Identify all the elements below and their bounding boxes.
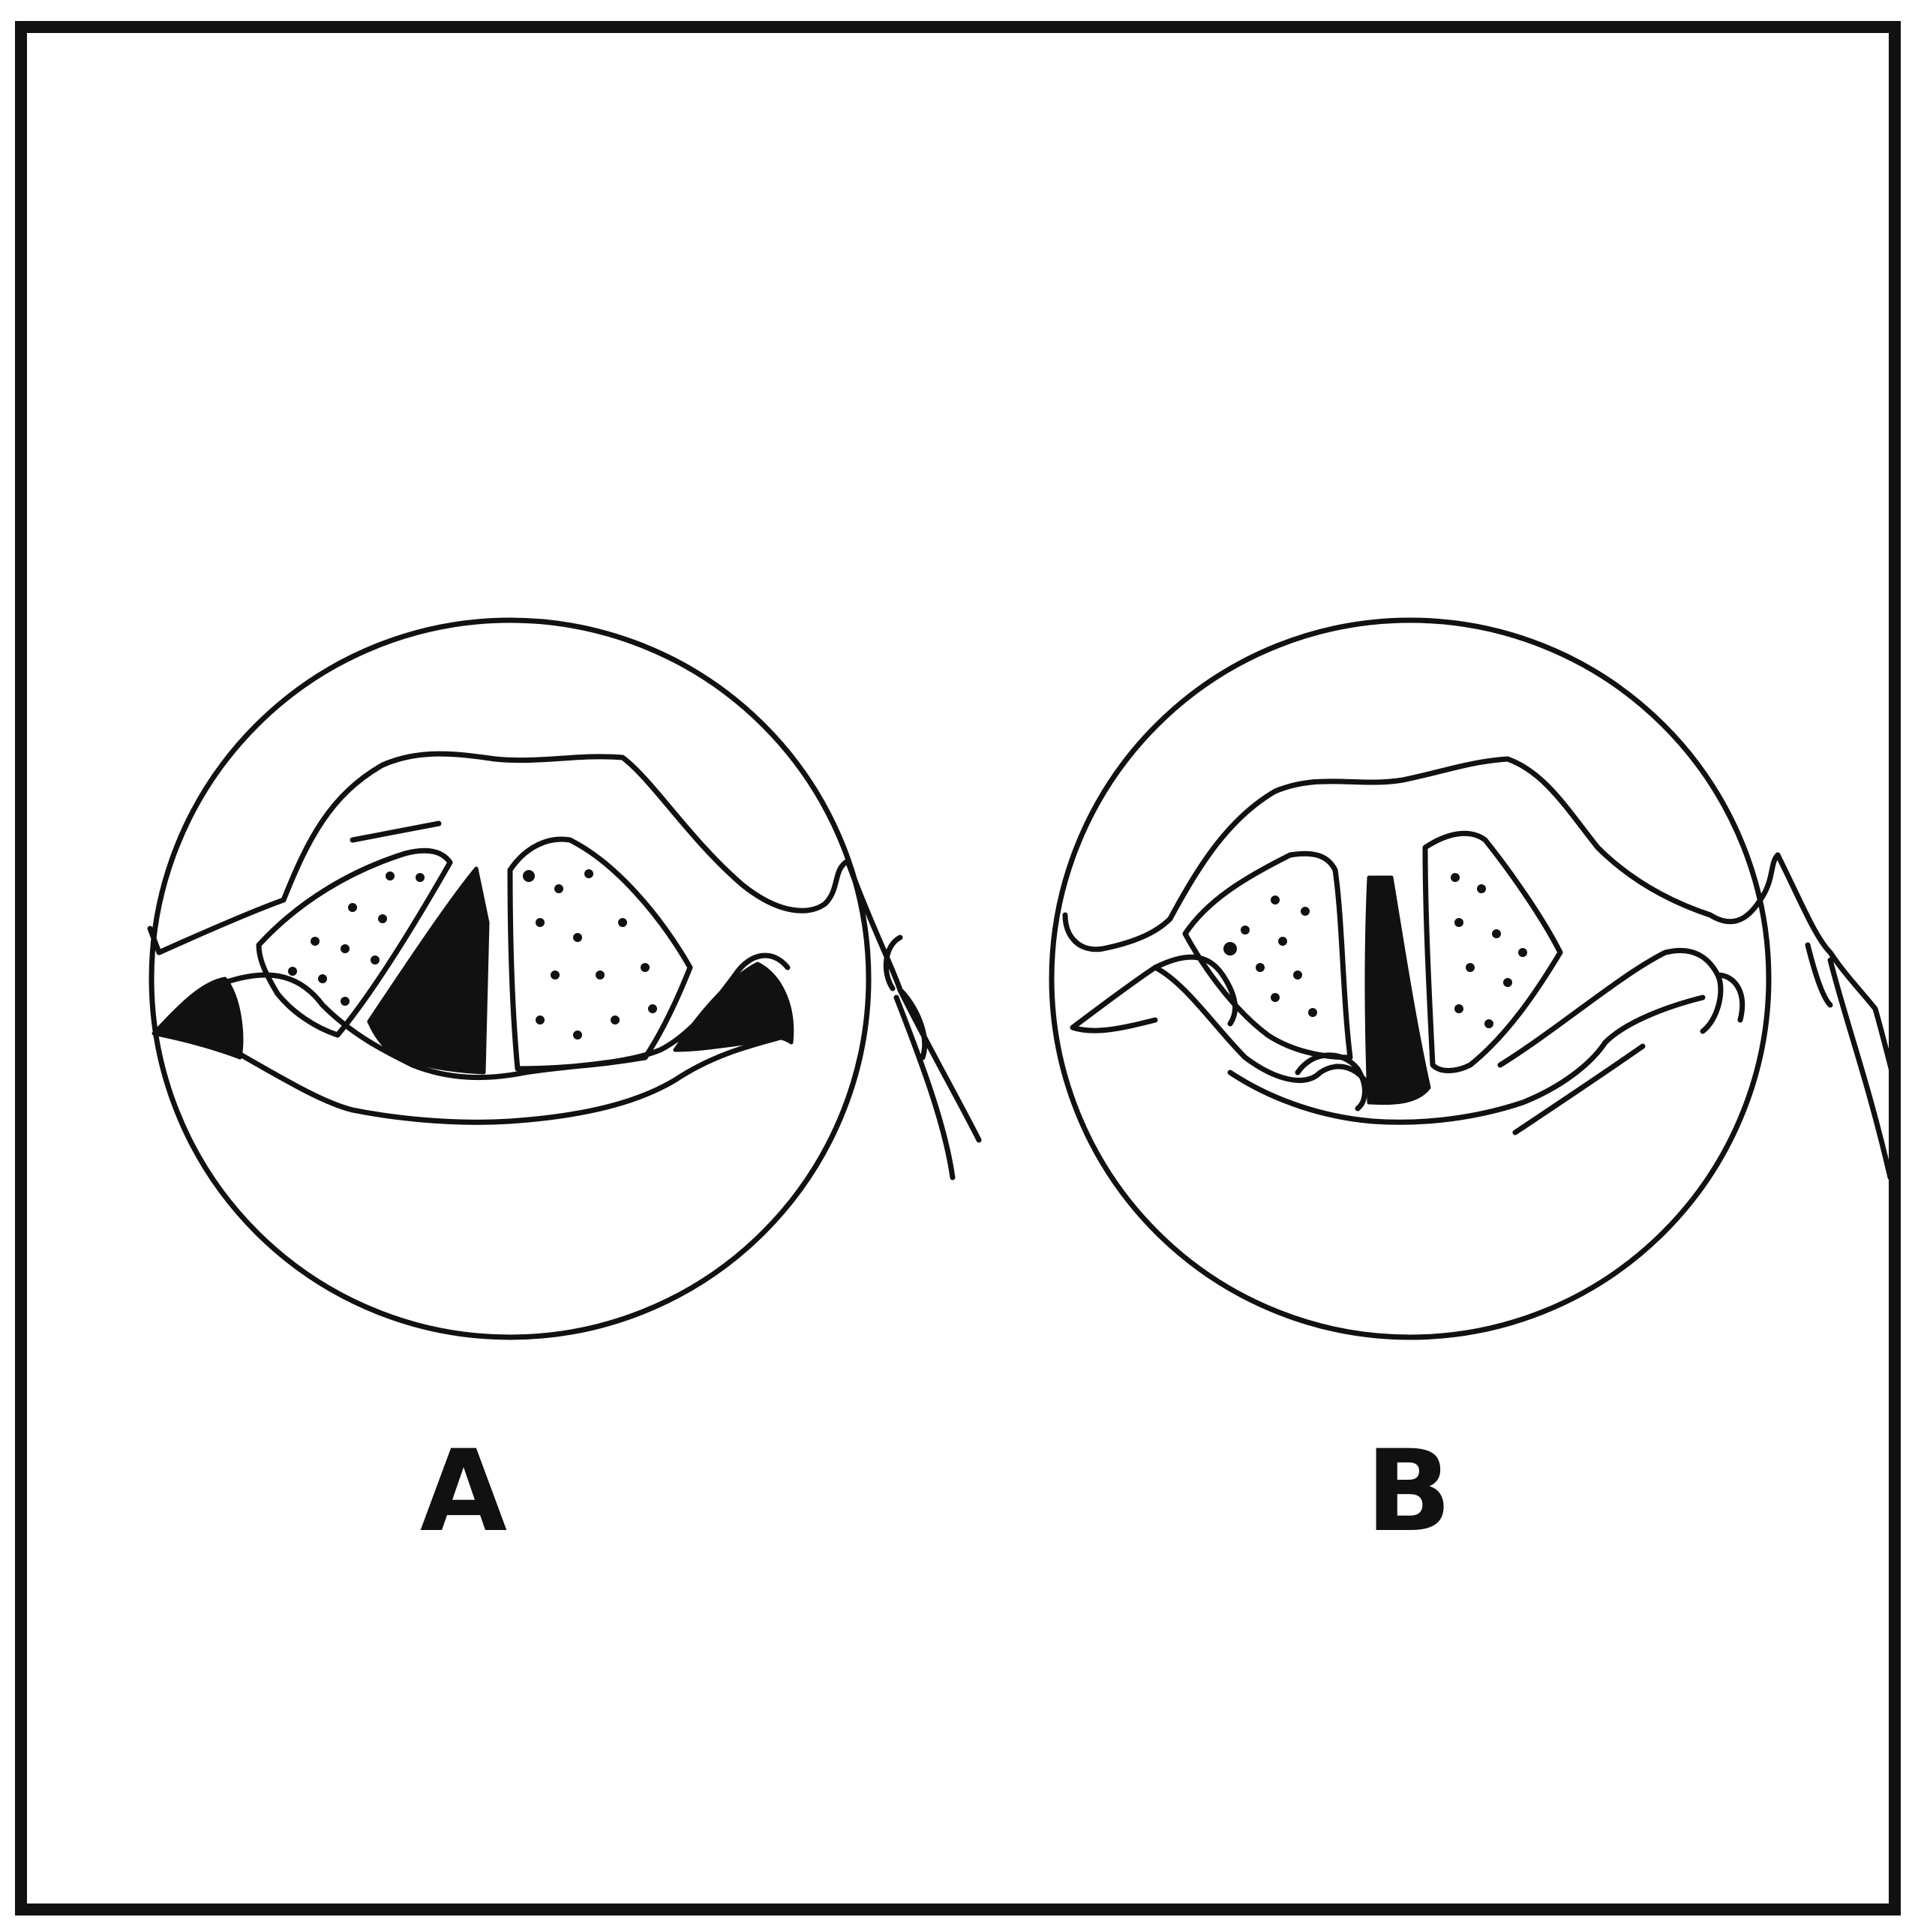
panel-a-left-fold-edge	[353, 824, 439, 840]
panel-a-epiglottis	[150, 754, 848, 952]
panel-b-label: B	[1366, 1426, 1451, 1557]
panel-b-epiglottis	[1065, 759, 1778, 950]
panel-b-right-stipple	[1451, 873, 1527, 1028]
panel-a: A	[150, 620, 979, 1557]
panel-a-left-dark-area	[154, 979, 242, 1058]
panel-a-right-vocal-fold	[510, 839, 690, 1069]
panel-b-instrument	[1778, 855, 1898, 1178]
figure-frame	[21, 27, 1895, 1910]
panel-b-posterior-rim	[1230, 998, 1703, 1122]
panel-b-right-rim	[1500, 950, 1742, 1132]
panel-b-scope-circle	[1052, 620, 1769, 1337]
panel-b: B	[1052, 620, 1898, 1557]
panel-a-label: A	[420, 1426, 507, 1557]
panel-b-left-vocal-fold	[1185, 854, 1350, 1058]
panel-b-left-stipple	[1223, 896, 1317, 1017]
panel-b-glottis	[1367, 878, 1429, 1103]
